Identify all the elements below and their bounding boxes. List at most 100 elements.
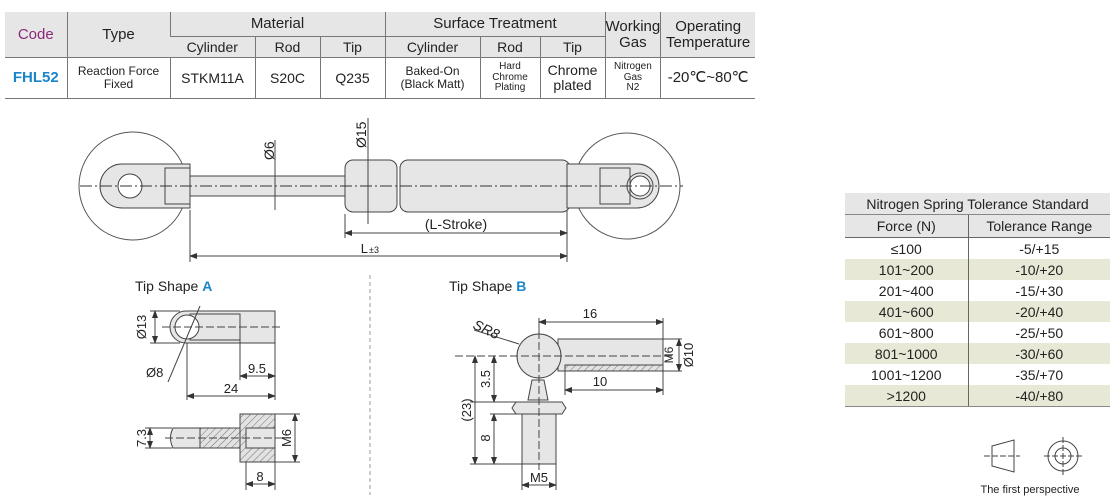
force-cell: 801~1000: [845, 343, 968, 364]
header-code: Code: [5, 12, 67, 58]
tip-a-m6: M6: [279, 429, 294, 447]
header-material-tip: Tip: [319, 36, 385, 58]
surface-cylinder-value: Baked-On(Black Matt): [384, 57, 480, 99]
header-working-gas-line1: Working: [605, 17, 661, 35]
tip-a-dia8: Ø8: [146, 365, 163, 380]
tip-b-dia10: Ø10: [681, 343, 696, 368]
tip-b-3-5: 3.5: [478, 370, 493, 388]
table-row: 201~400 -15/+30: [845, 280, 1110, 301]
header-surface-treatment: Surface Treatment: [384, 12, 605, 37]
force-cell: 1001~1200: [871, 366, 942, 383]
gas-line2: Gas: [623, 71, 643, 83]
header-material-rod: Rod: [254, 36, 320, 58]
material-tip-value: Q235: [319, 57, 385, 99]
surface-rod-line1: Hard Chrome: [492, 61, 528, 83]
force-cell: 101~200: [845, 259, 968, 280]
product-code: FHL52: [5, 57, 67, 99]
header-material-cylinder: Cylinder: [170, 36, 255, 58]
tip-a-title: Tip Shape A: [135, 278, 212, 294]
tip-b-23: (23): [459, 398, 474, 421]
tip-a-drawing: [145, 305, 300, 490]
rod-diameter-label: Ø6: [261, 141, 277, 160]
table-row: ≤100 -5/+15: [845, 237, 1110, 259]
tip-a-9-5: 9.5: [248, 361, 266, 376]
tip-b-m5: M5: [530, 470, 548, 485]
length-label: L: [361, 241, 368, 256]
range-cell: -5/+15: [967, 237, 1110, 259]
type-line2: Fixed: [103, 77, 134, 91]
range-cell: -40/+80: [967, 385, 1110, 407]
tip-a-title-text: Tip Shape: [135, 278, 202, 294]
tip-b-10: 10: [593, 374, 607, 389]
tip-b-16: 16: [583, 306, 597, 321]
material-cylinder-value: STKM11A: [169, 57, 255, 99]
tip-b-title-text: Tip Shape: [449, 278, 516, 294]
material-rod-value: S20C: [254, 57, 320, 99]
tip-a-dia13: Ø13: [134, 315, 149, 340]
tip-b-title: Tip Shape B: [449, 278, 526, 294]
surface-cylinder-line1: Baked-On: [405, 64, 460, 79]
col-force: Force (N): [845, 214, 968, 238]
perspective-label: The first perspective: [980, 484, 1079, 496]
spec-header-row: Code Type Material Surface Treatment Wor…: [5, 12, 755, 58]
type-line1: Reaction Force: [77, 64, 160, 79]
stroke-label: (L-Stroke): [425, 216, 487, 232]
tip-b-sr8: SR8: [471, 316, 503, 342]
tip-a-8: 8: [256, 469, 263, 484]
tip-b-m6: M6: [662, 346, 676, 363]
header-surface-rod: Rod: [479, 36, 540, 58]
col-range: Tolerance Range: [967, 214, 1110, 238]
surface-rod-line2: Plating: [494, 82, 526, 94]
spec-table: Code Type Material Surface Treatment Wor…: [5, 12, 755, 99]
length-tolerance: ±3: [369, 245, 379, 255]
tip-b-drawing: [455, 318, 682, 490]
header-surface-tip: Tip: [539, 36, 605, 58]
gas-line1: Nitrogen: [613, 61, 652, 73]
header-temp-line2: Temperature: [666, 33, 751, 51]
tip-a-letter: A: [202, 278, 212, 294]
tip-b-8: 8: [478, 434, 493, 441]
gas-spring-view: [78, 118, 683, 262]
tolerance-title: Nitrogen Spring Tolerance Standard: [845, 193, 1110, 215]
range-cell: -35/+70: [967, 364, 1110, 385]
temperature-value: -20℃~80℃: [660, 57, 755, 99]
table-row: 601~800 -25/+50: [845, 322, 1110, 343]
force-cell: 401~600: [845, 301, 968, 322]
range-cell: -10/+20: [967, 259, 1110, 280]
header-material: Material: [169, 12, 385, 37]
header-temp-line1: Operating: [675, 17, 742, 35]
force-cell: ≤100: [890, 240, 922, 257]
range-cell: -15/+30: [967, 280, 1110, 301]
range-cell: -25/+50: [967, 322, 1110, 343]
table-row: 401~600-20/+40: [845, 301, 1110, 322]
table-row: >1200-40/+80: [845, 385, 1110, 407]
range-cell: -30/+60: [967, 343, 1110, 364]
tip-a-24: 24: [224, 381, 238, 396]
force-cell: 601~800: [878, 324, 934, 341]
first-angle-projection-icon: [984, 437, 1082, 475]
range-cell: -20/+40: [967, 301, 1110, 322]
surface-tip-line2: plated: [553, 77, 592, 93]
surface-tip-line1: Chrome: [547, 62, 598, 79]
tip-a-7-3: 7.3: [134, 429, 149, 447]
gas-line3: N2: [626, 82, 640, 94]
table-row: 801~1000-30/+60: [845, 343, 1110, 364]
spec-subheader-row: Cylinder Rod Tip Cylinder Rod Tip: [5, 36, 755, 58]
table-row: 101~200-10/+20: [845, 259, 1110, 280]
right-eye-end: [566, 163, 660, 209]
header-surface-cylinder: Cylinder: [384, 36, 480, 58]
header-working-gas-line2: Gas: [619, 33, 647, 51]
force-cell: 201~400: [878, 282, 934, 299]
surface-cylinder-line2: (Black Matt): [400, 77, 465, 91]
header-type: Type: [66, 12, 170, 58]
tip-b-letter: B: [516, 278, 526, 294]
